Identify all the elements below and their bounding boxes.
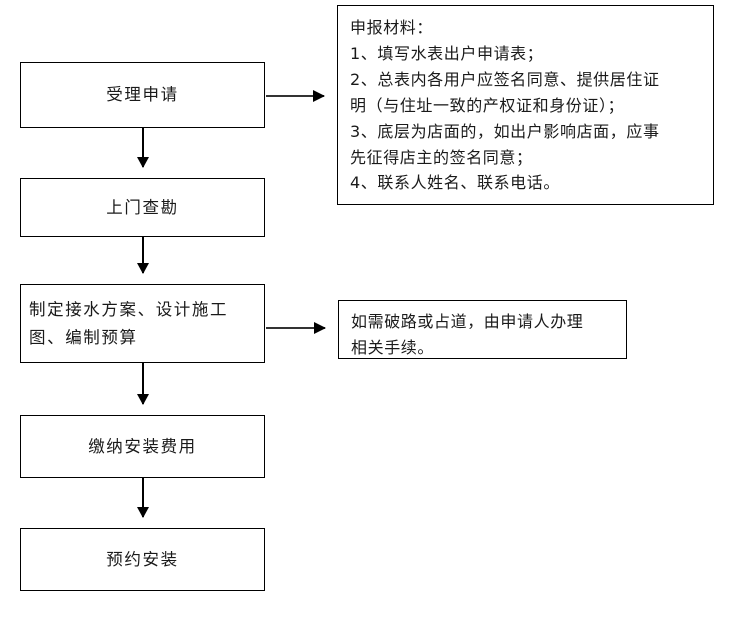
arrowhead-right-icon bbox=[313, 89, 325, 102]
arrowhead-down-icon bbox=[136, 507, 149, 518]
flow-step-box-2[interactable]: 上门查勘 bbox=[20, 178, 265, 237]
connector-line bbox=[136, 363, 149, 405]
connector-arrow-down-step4-step5 bbox=[136, 478, 149, 528]
connector-arrow-down-step3-step4 bbox=[136, 363, 149, 415]
connector-arrow-right-step1-note1 bbox=[266, 89, 336, 102]
arrowhead-down-icon bbox=[136, 394, 149, 405]
arrowhead-down-icon bbox=[136, 263, 149, 274]
flow-step-box-4[interactable]: 缴纳安装费用 bbox=[20, 415, 265, 478]
flow-step-box-1[interactable]: 受理申请 bbox=[20, 62, 265, 128]
flow-step-label-2: 上门查勘 bbox=[106, 197, 179, 217]
connector-arrow-right-step3-note2 bbox=[266, 321, 337, 334]
note-box-application-materials[interactable]: 申报材料： 1、填写水表出户申请表； 2、总表内各用户应签名同意、提供居住证 明… bbox=[337, 5, 714, 205]
flow-step-label-4: 缴纳安装费用 bbox=[88, 436, 197, 456]
connector-line bbox=[266, 321, 326, 334]
note-text-road-permit: 如需破路或占道，由申请人办理 相关手续。 bbox=[351, 312, 584, 357]
arrowhead-right-icon bbox=[314, 321, 326, 334]
connector-line bbox=[266, 89, 325, 102]
flow-step-box-3[interactable]: 制定接水方案、设计施工 图、编制预算 bbox=[20, 284, 265, 363]
connector-arrow-down-step1-step2 bbox=[136, 128, 149, 178]
arrowhead-down-icon bbox=[136, 157, 149, 168]
flow-step-box-5[interactable]: 预约安装 bbox=[20, 528, 265, 591]
note-box-road-permit[interactable]: 如需破路或占道，由申请人办理 相关手续。 bbox=[338, 300, 627, 359]
connector-arrow-down-step2-step3 bbox=[136, 237, 149, 284]
flow-step-label-3: 制定接水方案、设计施工 图、编制预算 bbox=[29, 300, 229, 347]
connector-line bbox=[136, 128, 149, 168]
flow-step-label-5: 预约安装 bbox=[106, 549, 179, 569]
flow-step-label-1: 受理申请 bbox=[106, 85, 179, 105]
note-text-application-materials: 申报材料： 1、填写水表出户申请表； 2、总表内各用户应签名同意、提供居住证 明… bbox=[350, 18, 660, 193]
connector-line bbox=[136, 237, 149, 274]
connector-line bbox=[136, 478, 149, 518]
